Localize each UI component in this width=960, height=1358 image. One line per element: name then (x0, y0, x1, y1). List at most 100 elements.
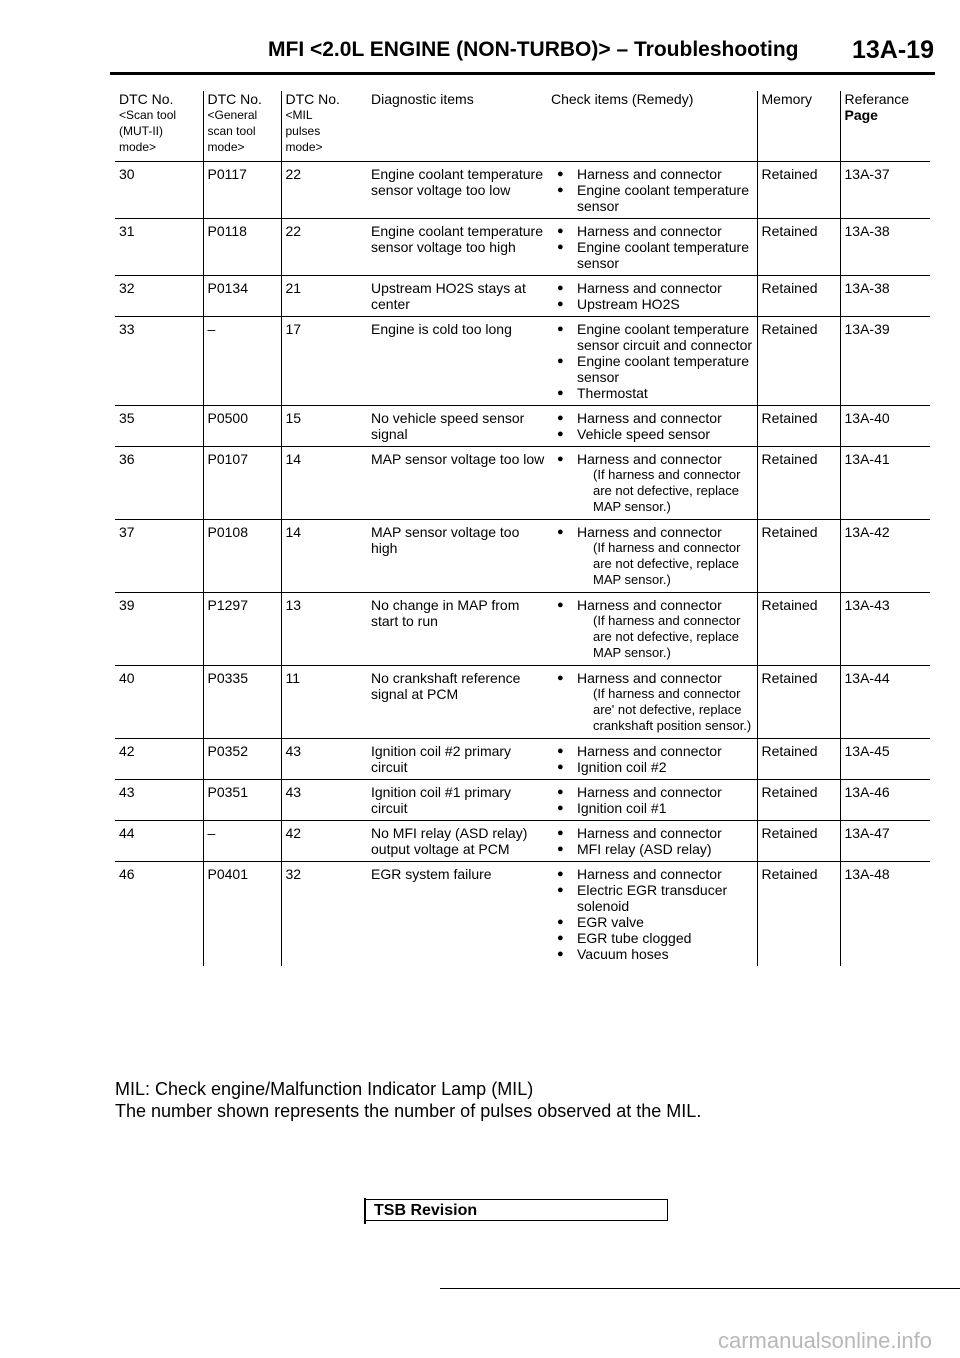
cell-diagnostic-item: No MFI relay (ASD relay) output voltage … (371, 825, 528, 857)
check-item: Engine coolant temperature sensor circui… (551, 321, 755, 353)
check-items-list: Harness and connector(If harness and con… (551, 524, 755, 588)
col-header-diagnostic-items: Diagnostic items (371, 91, 474, 107)
cell-reference-page: 13A-37 (839, 161, 930, 219)
check-item-note: (If harness and connector are not defect… (593, 540, 741, 587)
check-item: Thermostat (551, 385, 755, 401)
cell-general-scan-code: – (202, 820, 281, 862)
cell-memory: Retained (756, 218, 840, 276)
cell-diagnostic-item: Ignition coil #2 primary circuit (371, 743, 512, 775)
cell-check-items: Harness and connector(If harness and con… (547, 593, 757, 666)
cell-reference-page: 13A-39 (839, 316, 930, 406)
cell-diagnostic-item: Engine coolant temperature sensor voltag… (371, 223, 543, 255)
cell-general-scan-code: P0108 (202, 519, 281, 593)
check-items-list: Harness and connectorElectric EGR transd… (551, 866, 755, 962)
footnotes: MIL: Check engine/Malfunction Indicator … (115, 1078, 935, 1122)
cell-memory: Retained (756, 316, 840, 406)
check-item: Harness and connector (551, 825, 755, 841)
check-item: Engine coolant temperature sensor (551, 353, 755, 385)
cell-mil-pulses: 14 (280, 519, 367, 593)
cell-scan-tool-code: 35 (119, 410, 135, 426)
check-items-list: Harness and connectorMFI relay (ASD rela… (551, 825, 755, 857)
check-item: Harness and connector (551, 524, 755, 540)
cell-reference-page: 13A-38 (839, 275, 930, 317)
cell-scan-tool-code: 31 (119, 223, 135, 239)
check-items-list: Harness and connector(If harness and con… (551, 670, 755, 734)
cell-diagnostic-item: No crankshaft reference signal at PCM (371, 670, 521, 702)
check-item: Harness and connector (551, 280, 755, 296)
cell-memory: Retained (756, 592, 840, 666)
cell-check-items: Harness and connectorMFI relay (ASD rela… (547, 821, 757, 862)
check-item-note: (If harness and connector are not defect… (593, 467, 741, 514)
cell-general-scan-code: P0352 (202, 738, 281, 780)
cell-check-items: Harness and connectorElectric EGR transd… (547, 862, 757, 967)
check-items-list: Harness and connector(If harness and con… (551, 451, 755, 515)
cell-reference-page: 13A-43 (839, 592, 930, 666)
check-items-list: Harness and connector(If harness and con… (551, 597, 755, 661)
cell-scan-tool-code: 46 (119, 866, 135, 882)
cell-general-scan-code: P0134 (202, 275, 281, 317)
cell-reference-page: 13A-40 (839, 405, 930, 447)
cell-check-items: Harness and connectorVehicle speed senso… (547, 406, 757, 447)
col-header-check-items: Check items (Remedy) (551, 91, 694, 107)
check-item: Harness and connector (551, 597, 755, 613)
header-rule (110, 72, 935, 75)
tsb-revision-box: TSB Revision (364, 1198, 668, 1224)
check-item: EGR valve (551, 914, 755, 930)
cell-diagnostic-item: No vehicle speed sensor signal (371, 410, 525, 442)
table-header-row: DTC No. <Scan tool (MUT-II) mode> DTC No… (115, 91, 930, 162)
bottom-rule (440, 1288, 960, 1289)
check-item: EGR tube clogged (551, 930, 755, 946)
cell-reference-page: 13A-45 (839, 738, 930, 780)
cell-mil-pulses: 22 (280, 218, 367, 276)
check-items-list: Harness and connectorIgnition coil #2 (551, 743, 755, 775)
check-item: Harness and connector (551, 670, 755, 686)
footnote-pulses: The number shown represents the number o… (115, 1101, 702, 1121)
check-item: Harness and connector (551, 451, 755, 467)
cell-diagnostic-item: MAP sensor voltage too high (371, 524, 520, 556)
check-item: Ignition coil #2 (551, 759, 755, 775)
cell-memory: Retained (756, 161, 840, 219)
cell-check-items: Engine coolant temperature sensor circui… (547, 317, 757, 406)
cell-check-items: Harness and connectorEngine coolant temp… (547, 162, 757, 219)
cell-scan-tool-code: 40 (119, 670, 135, 686)
cell-diagnostic-item: No change in MAP from start to run (371, 597, 520, 629)
cell-mil-pulses: 17 (280, 316, 367, 406)
check-item: Harness and connector (551, 410, 755, 426)
check-item: Upstream HO2S (551, 296, 755, 312)
check-item: MFI relay (ASD relay) (551, 841, 755, 857)
cell-general-scan-code: P0335 (202, 665, 281, 739)
cell-memory: Retained (756, 405, 840, 447)
cell-check-items: Harness and connector(If harness and con… (547, 447, 757, 520)
check-item: Electric EGR transducer solenoid (551, 882, 755, 914)
cell-reference-page: 13A-44 (839, 665, 930, 739)
page-title: MFI <2.0L ENGINE (NON-TURBO)> – Troubles… (268, 38, 799, 61)
check-items-list: Harness and connectorIgnition coil #1 (551, 784, 755, 816)
cell-general-scan-code: P0118 (202, 218, 281, 276)
cell-mil-pulses: 22 (280, 161, 367, 219)
cell-general-scan-code: P1297 (202, 592, 281, 666)
check-item: Harness and connector (551, 743, 755, 759)
cell-general-scan-code: P0107 (202, 446, 281, 520)
cell-scan-tool-code: 44 (119, 825, 135, 841)
cell-memory: Retained (756, 820, 840, 862)
cell-memory: Retained (756, 738, 840, 780)
cell-diagnostic-item: MAP sensor voltage too low (371, 451, 545, 467)
cell-scan-tool-code: 42 (119, 743, 135, 759)
cell-memory: Retained (756, 519, 840, 593)
cell-mil-pulses: 43 (280, 779, 367, 821)
cell-mil-pulses: 32 (280, 861, 367, 966)
cell-reference-page: 13A-47 (839, 820, 930, 862)
check-item-note: (If harness and connector are not defect… (593, 613, 741, 660)
check-item: Ignition coil #1 (551, 800, 755, 816)
cell-check-items: Harness and connectorEngine coolant temp… (547, 219, 757, 276)
page-code: 13A-19 (852, 36, 934, 64)
check-item: Engine coolant temperature sensor (551, 239, 755, 271)
cell-memory: Retained (756, 275, 840, 317)
cell-scan-tool-code: 37 (119, 524, 135, 540)
cell-general-scan-code: P0351 (202, 779, 281, 821)
